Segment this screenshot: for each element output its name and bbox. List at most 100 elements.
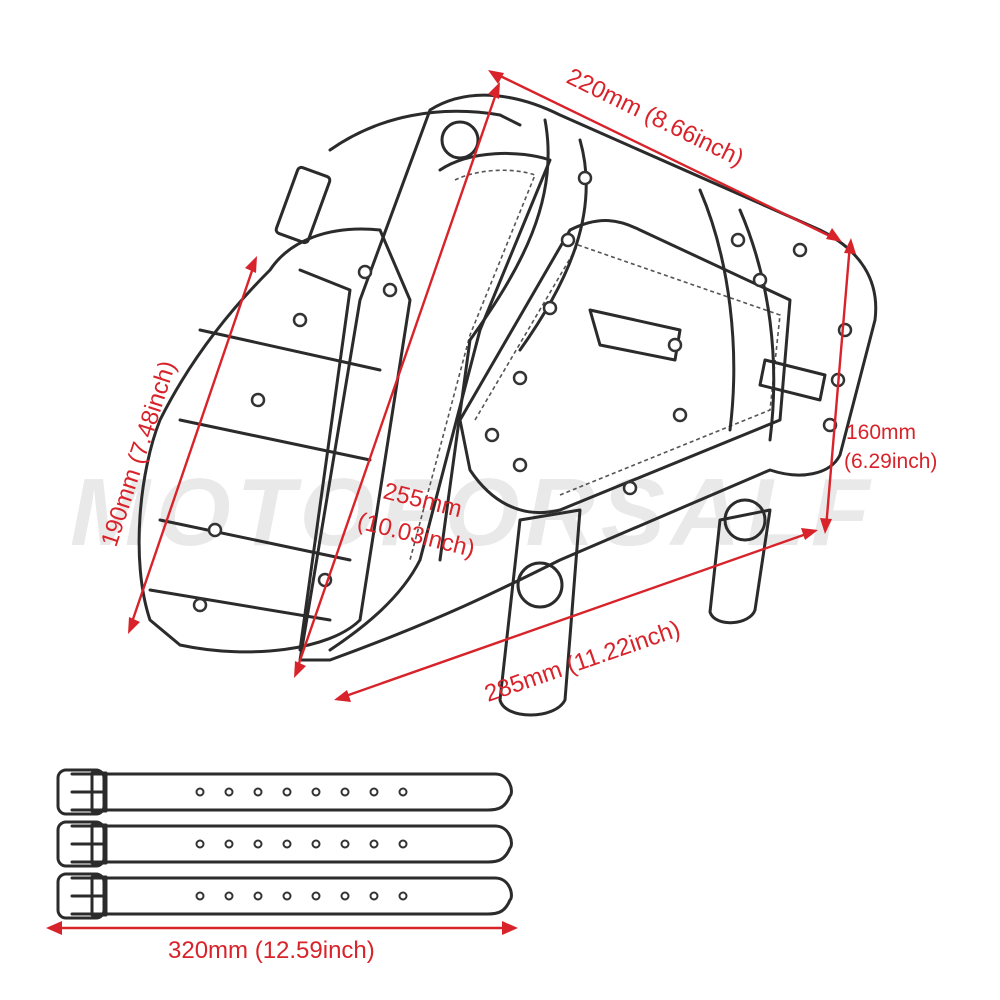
rivet (577, 170, 593, 186)
rivet-group (192, 170, 853, 613)
strap-hole (282, 787, 292, 797)
rivet (560, 232, 576, 248)
center-band-edge (518, 138, 588, 352)
strap-hole (398, 891, 408, 901)
dim-left-arrow-end (128, 617, 140, 634)
strap (56, 820, 513, 868)
strap-hole (311, 839, 321, 849)
strap-hole (253, 891, 263, 901)
dim-left-line (128, 261, 257, 629)
strap-hole (224, 787, 234, 797)
strap-hole (195, 891, 205, 901)
dim-diagonal-line (294, 87, 500, 673)
strap-hole (224, 839, 234, 849)
dim-strap-arrow-start (46, 921, 62, 935)
strap-hole (340, 787, 350, 797)
flap-stitch (409, 169, 537, 561)
strap-hole (195, 787, 205, 797)
dimension-lines (46, 70, 856, 935)
strap-hole (253, 787, 263, 797)
strap-hole (369, 839, 379, 849)
lid-buckle-left (588, 308, 682, 362)
pouch-straps (148, 328, 382, 622)
mount-strap-right (708, 508, 772, 625)
strap-body (70, 876, 513, 916)
rivet (484, 427, 500, 443)
dim-bottom-arrow-start (334, 690, 351, 702)
strap-hole (398, 839, 408, 849)
dim-left-arrow-start (245, 256, 257, 273)
rivet (512, 457, 528, 473)
rivet (730, 232, 746, 248)
strap-hole (282, 891, 292, 901)
strap-keeper (90, 771, 108, 813)
handle-ring (440, 120, 480, 160)
rivet (752, 272, 768, 288)
bag-lid-panel (458, 219, 792, 515)
bag-side-pouch (137, 227, 412, 654)
dim-diagonal-arrow-start (488, 82, 500, 99)
strap-hole (398, 787, 408, 797)
dim-right-arrow-start (844, 238, 856, 254)
right-band-edge (738, 208, 776, 442)
rivet (667, 337, 683, 353)
right-band (698, 188, 736, 432)
strap-hole (369, 891, 379, 901)
strap-body (70, 824, 513, 864)
strap-hole (253, 839, 263, 849)
strap-keeper (90, 875, 108, 917)
strap-hole (311, 891, 321, 901)
rivet (542, 300, 558, 316)
lid-stitch (474, 244, 781, 496)
rivet (822, 417, 838, 433)
label-right-height-1: 160mm (846, 421, 916, 444)
strap-hole (369, 787, 379, 797)
handle-buckle (274, 165, 332, 245)
rivet (250, 392, 266, 408)
strap-hole (224, 891, 234, 901)
lid-buckle-right (758, 358, 827, 402)
dim-top-arrow-start (488, 70, 504, 84)
mount-strap-left (498, 508, 582, 717)
dim-top-line (491, 70, 839, 242)
strap-hole (311, 787, 321, 797)
bag-flap-edge (328, 152, 552, 652)
strap-keeper (90, 823, 108, 865)
rivet (292, 312, 308, 328)
center-band (438, 118, 550, 562)
strap-body (70, 772, 513, 812)
dim-strap-arrow-end (502, 921, 518, 935)
dim-diagonal-arrow-end (294, 661, 306, 678)
dim-bottom-line (339, 530, 813, 700)
saddlebag-illustration (137, 93, 878, 717)
rivet (512, 370, 528, 386)
strap-hole (282, 839, 292, 849)
rivet (792, 242, 808, 258)
dim-bottom-arrow-end (801, 528, 818, 540)
label-bottom-width: 285mm (11.22inch) (481, 615, 684, 707)
pouch-band (298, 268, 352, 652)
rivet (192, 597, 208, 613)
handle-strap (328, 109, 522, 152)
rivet (672, 407, 688, 423)
strap-hole (195, 839, 205, 849)
label-right-height-2: (6.29inch) (844, 450, 937, 473)
dim-right-arrow-end (820, 518, 832, 534)
bag-main-panel (298, 93, 878, 662)
strap (56, 768, 513, 816)
rivet (382, 282, 398, 298)
strap-set (56, 768, 513, 920)
strap-hole (340, 839, 350, 849)
label-strap-length: 320mm (12.59inch) (168, 937, 375, 964)
mount-ring-right (723, 498, 767, 542)
dim-top-arrow-end (826, 228, 842, 242)
rivet (357, 264, 373, 280)
mount-ring-left (516, 561, 564, 609)
rivet (207, 522, 223, 538)
strap-hole (340, 891, 350, 901)
rivet (622, 480, 638, 496)
dim-right-line (824, 243, 852, 529)
watermark-text: MOTOFORSALF (70, 459, 876, 566)
